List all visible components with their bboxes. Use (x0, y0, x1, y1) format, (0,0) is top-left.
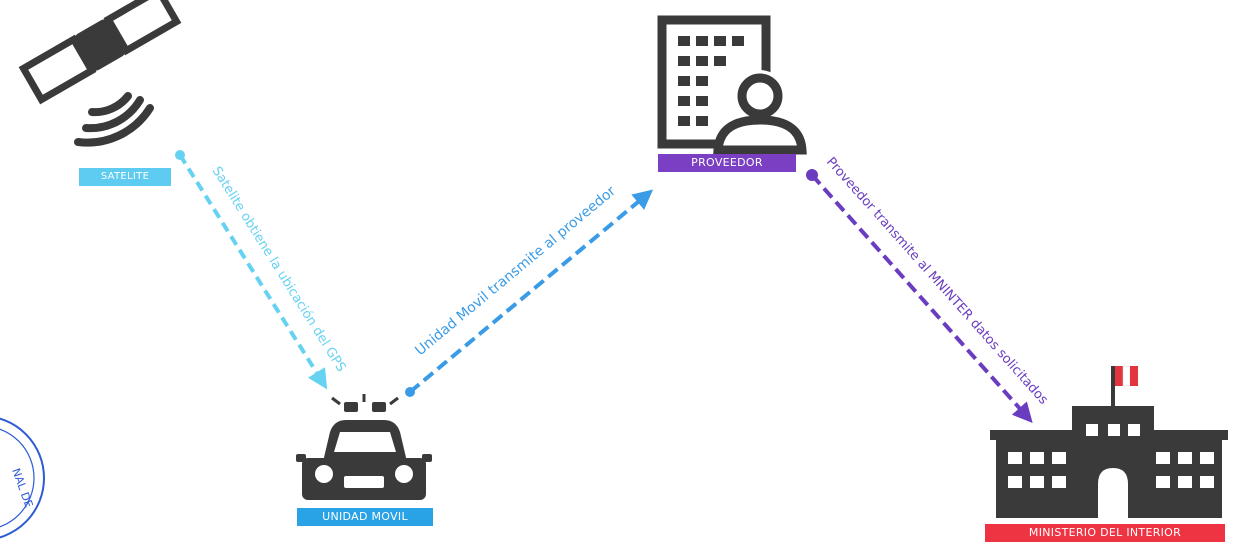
unidad-movil-label-box (297, 508, 433, 526)
ministry-building-icon (990, 365, 1228, 518)
edge-label-unidad: Unidad Movil transmite al proveedor (412, 183, 619, 359)
svg-text:NAL DE: NAL DE (9, 467, 35, 510)
stamp-seal: NAL DE (0, 417, 45, 539)
peru-flag-icon (1115, 366, 1123, 386)
satelite-label-box (79, 168, 171, 186)
node-label-satelite: SATELITE (100, 171, 150, 182)
edge-unidad-to-proveedor: Unidad Movil transmite al proveedor (405, 183, 654, 397)
edge-label-satelite: Satelite obtiene la ubicación del GPS (209, 164, 349, 375)
satellite-icon (18, 0, 182, 147)
edge-satelite-to-unidad: Satelite obtiene la ubicación del GPS (175, 150, 349, 390)
edge-proveedor-to-ministerio: Proveedor transmite al MNINTER datos sol… (806, 155, 1051, 423)
node-label-unidad-movil: UNIDAD MOVIL (322, 510, 408, 523)
ministerio-label-box (985, 524, 1225, 542)
proveedor-label-box (658, 154, 796, 172)
edge-label-proveedor: Proveedor transmite al MNINTER datos sol… (823, 155, 1051, 408)
node-label-ministerio: MINISTERIO DEL INTERIOR (1028, 526, 1182, 539)
node-label-proveedor: PROVEEDOR (691, 156, 763, 169)
provider-building-icon (657, 15, 807, 155)
police-car-icon (296, 394, 432, 500)
